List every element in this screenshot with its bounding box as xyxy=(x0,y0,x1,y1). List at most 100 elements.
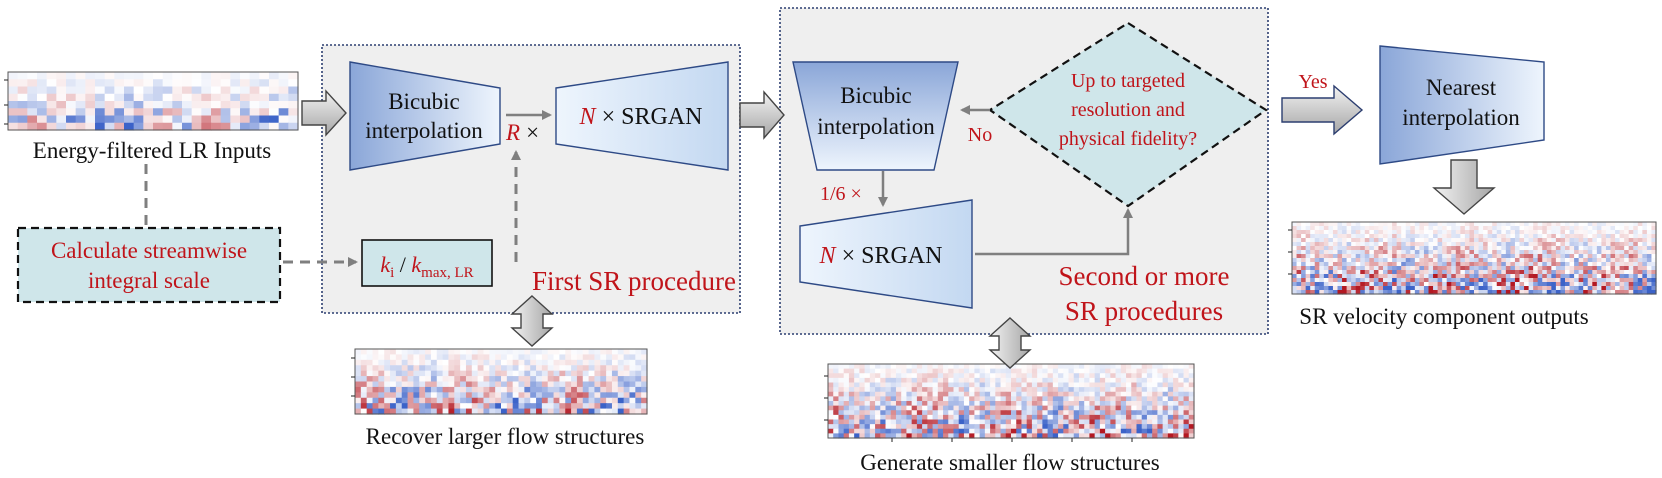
field-cell xyxy=(442,386,450,393)
field-cell xyxy=(56,108,67,117)
field-cell xyxy=(1624,238,1630,243)
field-cell xyxy=(366,403,374,410)
field-cell xyxy=(1073,364,1080,370)
field-cell xyxy=(1633,266,1639,271)
field-cell xyxy=(1542,226,1548,231)
field-cell xyxy=(477,376,485,383)
field-cell xyxy=(1569,230,1575,235)
field-cell xyxy=(1542,258,1548,263)
field-cell xyxy=(483,403,490,410)
field-cell xyxy=(611,397,619,404)
field-cell xyxy=(269,79,280,88)
field-cell xyxy=(937,368,944,374)
field-cell xyxy=(1624,242,1630,247)
field-cell xyxy=(916,401,923,407)
field-cell xyxy=(890,401,897,407)
field-cell xyxy=(1446,246,1452,251)
field-cell xyxy=(1068,401,1075,407)
field-cell xyxy=(937,373,944,379)
field-cell xyxy=(1423,270,1430,275)
field-cell xyxy=(1401,270,1407,275)
field-cell xyxy=(906,424,913,430)
field-cell xyxy=(395,365,403,372)
field-cell xyxy=(1146,414,1153,421)
field-cell xyxy=(553,386,560,393)
field-cell xyxy=(378,376,385,383)
field-cell xyxy=(1037,419,1043,425)
field-cell xyxy=(1455,258,1461,263)
field-cell xyxy=(1451,278,1457,283)
field-cell xyxy=(1073,382,1080,388)
field-cell xyxy=(1178,410,1185,416)
field-cell xyxy=(360,408,368,415)
field-cell xyxy=(606,354,613,361)
field-cell xyxy=(1442,246,1448,251)
field-cell xyxy=(1152,419,1158,425)
field-cell xyxy=(963,424,970,430)
field-cell xyxy=(1419,290,1425,295)
field-cell xyxy=(1016,419,1023,425)
field-cell xyxy=(1157,428,1164,434)
field-cell xyxy=(948,396,955,402)
field-cell xyxy=(1068,373,1075,379)
field-cell xyxy=(859,433,866,439)
field-cell xyxy=(974,377,981,384)
field-cell xyxy=(1373,278,1380,283)
field-cell xyxy=(979,391,986,397)
field-cell xyxy=(1428,250,1434,255)
field-cell xyxy=(366,397,374,404)
field-cell xyxy=(114,93,125,102)
field-cell xyxy=(916,391,923,397)
field-cell xyxy=(278,101,289,109)
field-cell xyxy=(1094,414,1101,421)
field-cell xyxy=(1428,290,1434,295)
field-cell xyxy=(230,101,241,109)
field-cell xyxy=(1633,222,1639,227)
field-cell xyxy=(1583,266,1589,271)
field-cell xyxy=(1369,290,1375,295)
field-cell xyxy=(600,370,607,377)
field-cell xyxy=(1301,286,1307,291)
field-cell xyxy=(1423,250,1430,255)
field-cell xyxy=(1428,230,1434,235)
field-cell xyxy=(240,115,251,124)
field-cell xyxy=(259,108,270,117)
field-cell xyxy=(1178,377,1185,384)
field-cell xyxy=(1146,410,1153,416)
field-cell xyxy=(1110,414,1117,421)
field-cell xyxy=(1099,405,1106,411)
field-cell xyxy=(1089,428,1096,434)
field-cell xyxy=(191,122,202,131)
field-cell xyxy=(594,397,601,404)
field-cell xyxy=(1011,373,1017,379)
field-cell xyxy=(1188,377,1195,384)
field-cell xyxy=(635,408,642,415)
field-cell xyxy=(1355,226,1361,231)
field-cell xyxy=(1063,414,1070,421)
field-cell xyxy=(1405,262,1411,267)
field-cell xyxy=(1319,230,1325,235)
field-cell xyxy=(1337,242,1343,247)
field-cell xyxy=(1120,396,1127,402)
field-cell xyxy=(1401,226,1407,231)
field-cell xyxy=(1514,282,1521,287)
field-cell xyxy=(582,365,590,372)
field-cell xyxy=(1569,266,1575,271)
field-cell xyxy=(635,376,642,383)
field-cell xyxy=(1405,242,1411,247)
field-cell xyxy=(1423,242,1430,247)
field-cell xyxy=(1332,234,1339,239)
field-cell xyxy=(1099,396,1106,402)
field-cell xyxy=(984,387,991,393)
field-cell xyxy=(911,364,918,370)
field-cell xyxy=(1646,274,1653,279)
field-cell xyxy=(547,354,555,361)
field-cell xyxy=(1332,282,1339,287)
field-cell xyxy=(1031,419,1038,425)
field-cell xyxy=(1578,234,1584,239)
field-cell xyxy=(1063,391,1070,397)
field-cell xyxy=(1387,226,1393,231)
field-cell xyxy=(1058,433,1064,439)
field-cell xyxy=(1310,254,1316,259)
field-cell xyxy=(1016,396,1023,402)
